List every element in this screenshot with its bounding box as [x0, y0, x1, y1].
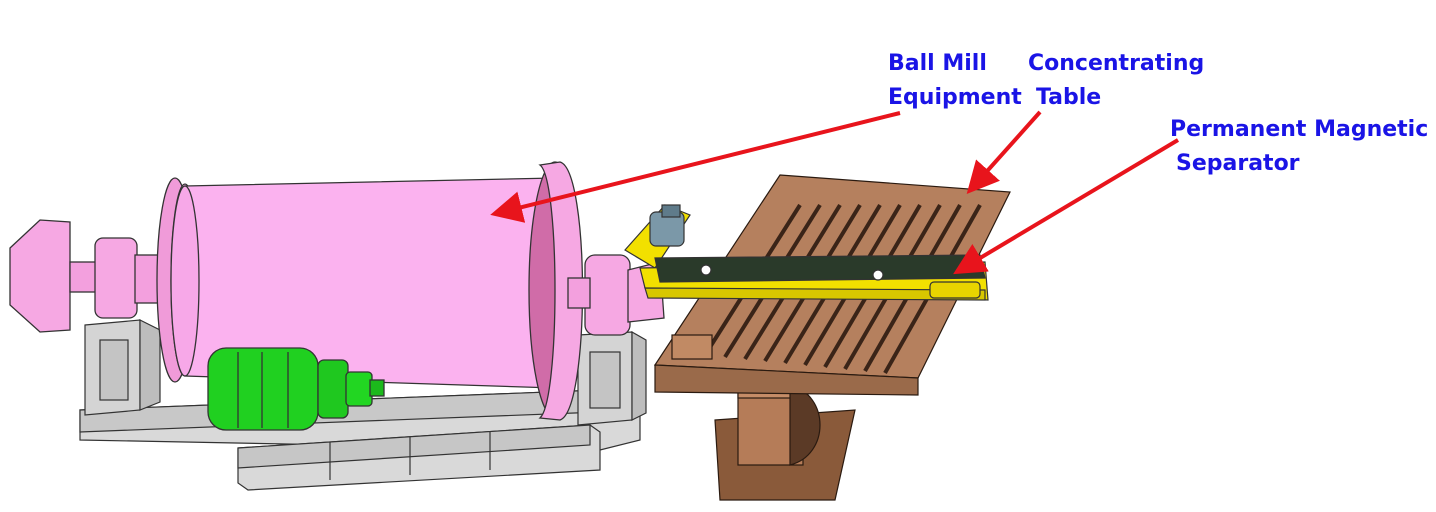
- magnetic-separator-label: Permanent Magnetic Separator: [1170, 113, 1428, 181]
- magnetic-separator-arrow: [953, 138, 1180, 275]
- magnetic-separator-label-line2: Separator: [1176, 151, 1300, 176]
- permanent-magnetic-separator: [624, 204, 989, 301]
- ball-mill-label-line1: Ball Mill: [888, 51, 987, 76]
- ball-mill-label-line2: Equipment: [888, 85, 1022, 110]
- ball-mill-label: Ball Mill Equipment: [888, 47, 1022, 115]
- ball-mill-arrow: [490, 111, 901, 223]
- magnetic-separator-label-line1: Permanent Magnetic: [1170, 117, 1429, 142]
- callout-arrows: [490, 110, 1180, 275]
- concentrating-table-arrow: [966, 110, 1042, 194]
- mill-drive-motor: [207, 347, 385, 431]
- ball-mill-base-frame: [79, 319, 647, 491]
- concentrating-table-label-line2: Table: [1036, 85, 1102, 110]
- concentrating-table-label-line1: Concentrating: [1028, 51, 1205, 76]
- concentrating-table: [653, 174, 1011, 501]
- concentrating-table-label: Concentrating Table: [1028, 47, 1204, 115]
- ball-mill-drum: [9, 161, 665, 421]
